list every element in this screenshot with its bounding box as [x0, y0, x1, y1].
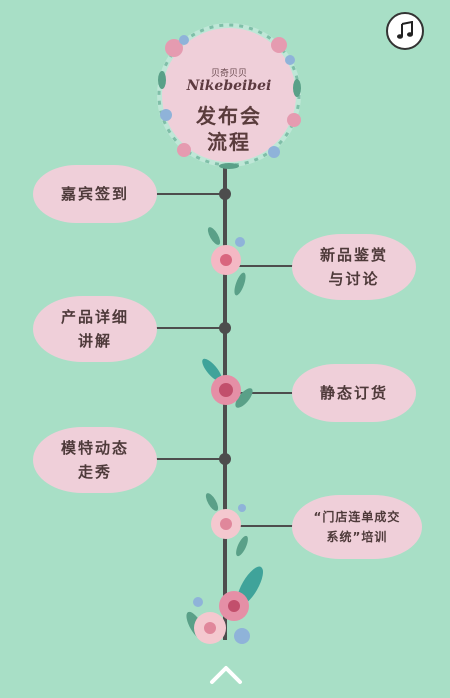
step-3-label-line1: 产品详细	[60, 308, 129, 326]
page-title-line2: 流程	[207, 130, 251, 154]
step-4-bubble: 静态订货	[292, 364, 416, 422]
timeline-node-1	[219, 188, 231, 200]
connector-step-2	[226, 265, 306, 267]
timeline-node-5	[219, 453, 231, 465]
step-6-label-line1: “门店连单成交	[313, 510, 401, 524]
timeline-spine	[223, 140, 227, 640]
step-4-label: 静态订货	[319, 384, 388, 402]
step-2-bubble: 新品鉴赏 与讨论	[292, 234, 416, 300]
step-2-label-line2: 与讨论	[328, 270, 380, 288]
step-2-label-line1: 新品鉴赏	[319, 246, 388, 264]
step-5-label-line1: 模特动态	[60, 439, 129, 457]
timeline-node-3	[219, 322, 231, 334]
connector-step-3	[150, 327, 225, 329]
connector-step-4	[226, 392, 306, 394]
chevron-up-icon[interactable]	[208, 662, 244, 686]
step-3-bubble: 产品详细 讲解	[33, 296, 157, 362]
step-5-bubble: 模特动态 走秀	[33, 427, 157, 493]
header-badge: 贝奇贝贝 Nikebeibei 发布会 流程	[162, 28, 296, 162]
connector-step-5	[150, 458, 225, 460]
step-1-label: 嘉宾签到	[60, 185, 129, 203]
connector-step-1	[150, 193, 225, 195]
step-6-bubble: “门店连单成交 系统”培训	[292, 495, 422, 559]
music-toggle-button[interactable]	[386, 12, 424, 50]
connector-step-6	[226, 525, 306, 527]
page-title-line1: 发布会	[196, 104, 262, 128]
step-1-bubble: 嘉宾签到	[33, 165, 157, 223]
step-5-label-line2: 走秀	[77, 463, 112, 481]
brand-logo: Nikebeibei	[186, 78, 272, 94]
step-3-label-line2: 讲解	[77, 332, 112, 350]
flower-icon	[202, 358, 253, 408]
step-6-label-line2: 系统”培训	[326, 530, 388, 544]
music-note-icon	[397, 21, 413, 39]
